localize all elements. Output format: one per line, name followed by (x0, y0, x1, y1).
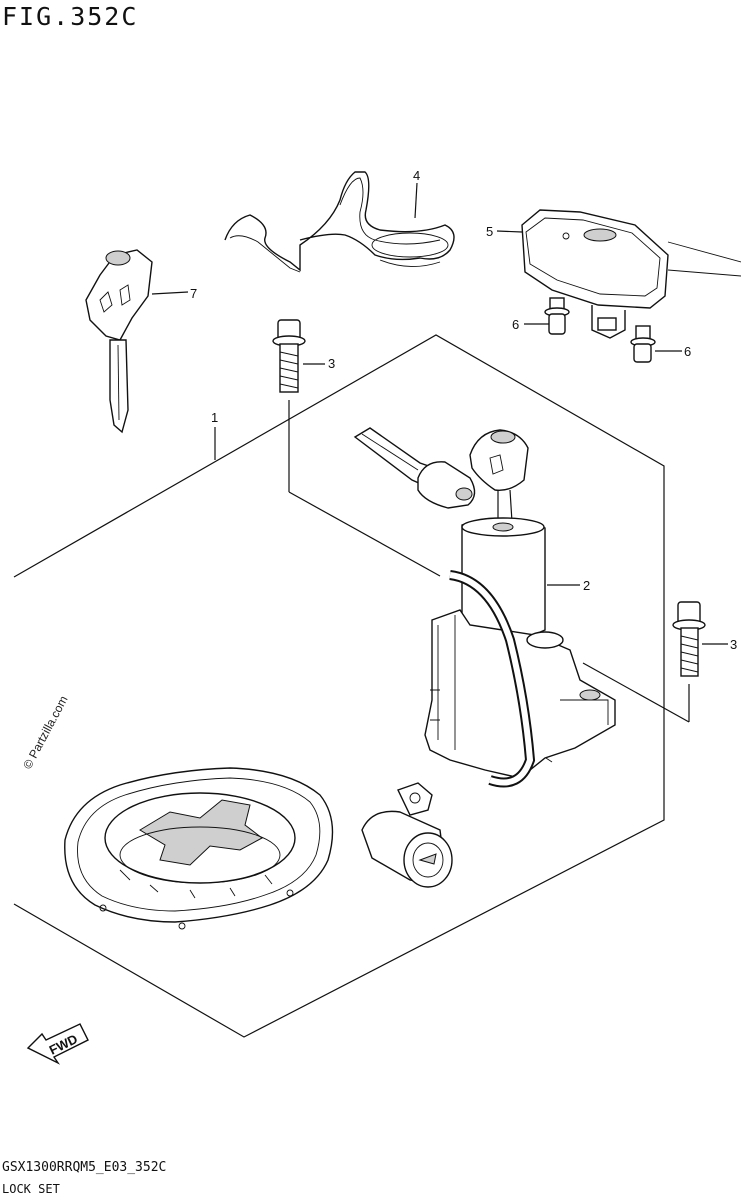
key-part[interactable] (85, 249, 153, 434)
bolt-part[interactable] (582, 601, 706, 723)
leader-lines (151, 182, 728, 645)
wire-spring-part[interactable] (224, 171, 455, 273)
ignition-switch-part[interactable] (353, 427, 616, 788)
cover-part[interactable] (521, 209, 741, 339)
callout-6: 6 (512, 317, 519, 332)
figure-title: FIG.352C (2, 2, 139, 31)
callout-4: 4 (413, 168, 420, 183)
callout-2: 2 (583, 578, 590, 593)
screw-part[interactable] (630, 325, 656, 363)
fwd-arrow-icon: FWD (26, 1023, 89, 1065)
bolt-part[interactable] (272, 319, 306, 492)
callout-5: 5 (486, 224, 493, 239)
screw-part[interactable] (544, 297, 570, 335)
figure-name: LOCK SET (2, 1182, 60, 1196)
figure-code: GSX1300RRQM5_E03_352C (2, 1160, 167, 1175)
seat-lock-part[interactable] (361, 782, 453, 888)
fwd-label: FWD (47, 1031, 80, 1057)
callout-3: 3 (328, 356, 335, 371)
callout-3: 3 (730, 637, 737, 652)
callout-7: 7 (190, 286, 197, 301)
fuel-cap-part[interactable] (64, 767, 334, 930)
callout-1: 1 (211, 410, 218, 425)
watermark: © Partzilla.com (20, 693, 70, 771)
assembly-outline (13, 334, 665, 1038)
callout-6: 6 (684, 344, 691, 359)
